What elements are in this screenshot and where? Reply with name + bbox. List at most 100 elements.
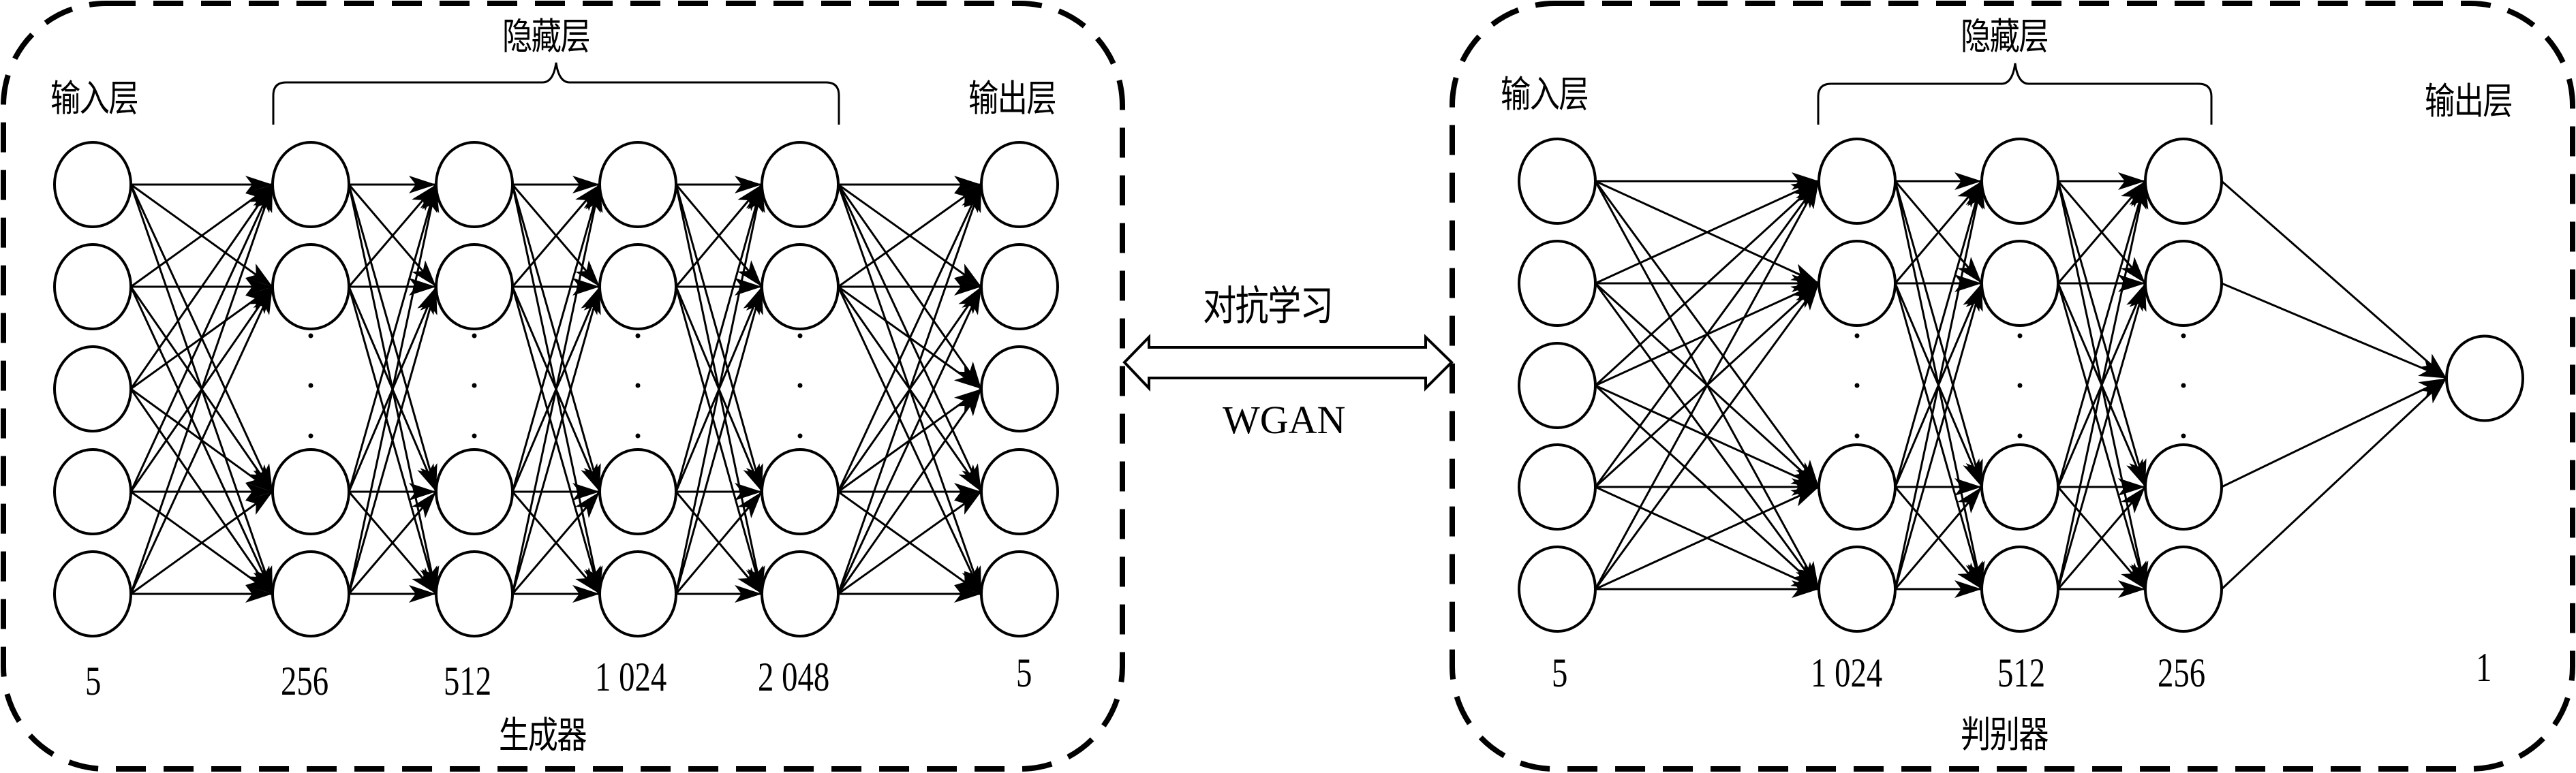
- generator-ellipsis-dot: [635, 433, 641, 439]
- generator-connection: [129, 286, 274, 595]
- discriminator-connection: [1894, 180, 1983, 488]
- generator-title: 生成器: [499, 714, 587, 757]
- generator-ellipsis-dot: [635, 383, 641, 388]
- discriminator-ellipsis-dot: [2017, 333, 2023, 338]
- generator-output-neuron: [980, 550, 1059, 637]
- discriminator-ellipsis-dot: [1854, 383, 1860, 388]
- discriminator-connection: [2221, 377, 2447, 488]
- generator-connection: [129, 184, 274, 492]
- generator-connection: [348, 491, 438, 595]
- generator-output-neuron: [980, 141, 1059, 228]
- generator-output-neuron: [980, 243, 1059, 330]
- generator-layer-size: 2 048: [758, 654, 830, 699]
- generator-connection: [838, 183, 982, 288]
- generator-connection: [130, 490, 273, 595]
- discriminator-output-neuron: [2445, 334, 2524, 422]
- discriminator-connection: [2057, 283, 2147, 590]
- generator-hidden-neuron: [761, 141, 840, 228]
- generator-connection: [511, 286, 601, 595]
- wgan-label: WGAN: [1223, 398, 1346, 442]
- discriminator-connection: [2057, 180, 2147, 488]
- generator-hidden-neuron: [435, 550, 514, 637]
- generator-ellipsis-dot: [797, 383, 803, 388]
- generator-output-neuron: [980, 448, 1059, 535]
- generator-input-neuron: [53, 345, 132, 432]
- discriminator-layer-size: 1: [2476, 645, 2492, 690]
- discriminator-hidden-neuron: [1980, 138, 2059, 225]
- generator-hidden-neuron: [435, 141, 514, 228]
- generator-input-layer-caption: 输入层: [50, 77, 139, 120]
- generator-connection: [675, 184, 763, 492]
- discriminator-hidden-neuron: [1818, 138, 1897, 225]
- discriminator-panel-border: [1450, 1, 2575, 772]
- generator-connection: [511, 184, 603, 595]
- generator-hidden-neuron: [271, 550, 350, 637]
- discriminator-hidden-neuron: [2144, 443, 2223, 531]
- discriminator-connection: [1894, 486, 1983, 590]
- discriminator-hidden-neuron: [1818, 443, 1897, 531]
- generator-layer-size: 5: [85, 659, 102, 704]
- generator-connection: [129, 184, 274, 390]
- generator-ellipsis-dot: [635, 333, 641, 338]
- discriminator-connection: [1594, 283, 1820, 590]
- discriminator-hidden-neuron: [2144, 138, 2223, 225]
- discriminator-title: 判别器: [1961, 713, 2049, 756]
- discriminator-connection: [1595, 486, 1820, 590]
- generator-connection: [129, 184, 274, 595]
- generator-connection: [348, 184, 438, 492]
- generator-ellipsis-dot: [472, 333, 477, 338]
- discriminator-connection: [1894, 283, 1983, 590]
- discriminator-hidden-brace: [1817, 63, 2213, 125]
- discriminator-input-neuron: [1518, 546, 1597, 633]
- discriminator-connection: [1594, 180, 1820, 590]
- generator-hidden-layer-caption: 隐藏层: [502, 15, 591, 58]
- generator-hidden-neuron: [435, 243, 514, 330]
- generator-connection: [675, 286, 763, 595]
- adversarial-double-arrow: [1122, 334, 1454, 392]
- discriminator-input-neuron: [1518, 138, 1597, 225]
- generator-ellipsis-dot: [472, 383, 477, 388]
- discriminator-hidden-neuron: [1818, 546, 1897, 633]
- generator-layer-size: 256: [281, 659, 329, 704]
- discriminator-ellipsis-dot: [2181, 433, 2186, 439]
- generator-hidden-neuron: [598, 141, 677, 228]
- generator-connection: [675, 491, 763, 595]
- discriminator-layer-size: 5: [1552, 650, 1568, 695]
- generator-connection: [130, 183, 273, 288]
- discriminator-hidden-neuron: [1818, 240, 1897, 327]
- generator-hidden-neuron: [598, 550, 677, 637]
- discriminator-output-layer-caption: 输出层: [2425, 80, 2513, 123]
- discriminator-ellipsis-dot: [2181, 383, 2186, 388]
- generator-hidden-neuron: [271, 448, 350, 535]
- discriminator-hidden-neuron: [1980, 546, 2059, 633]
- discriminator-input-layer-caption: 输入层: [1501, 73, 1589, 116]
- generator-connection: [837, 184, 983, 492]
- generator-layer-size: 1 024: [595, 654, 667, 699]
- discriminator-ellipsis-dot: [1854, 433, 1860, 439]
- generator-input-neuron: [53, 550, 132, 637]
- discriminator-connection: [2057, 486, 2147, 590]
- generator-hidden-neuron: [598, 243, 677, 330]
- generator-output-neuron: [980, 345, 1059, 432]
- discriminator-layer-size: 512: [1997, 650, 2046, 695]
- discriminator-hidden-neuron: [1980, 240, 2059, 327]
- adversarial-learning-label: 对抗学习: [1203, 283, 1334, 330]
- generator-output-layer-caption: 输出层: [968, 77, 1057, 120]
- generator-hidden-neuron: [761, 448, 840, 535]
- generator-hidden-neuron: [271, 243, 350, 330]
- discriminator-ellipsis-dot: [2017, 433, 2023, 439]
- generator-input-neuron: [53, 448, 132, 535]
- generator-ellipsis-dot: [797, 333, 803, 338]
- discriminator-hidden-layer-caption: 隐藏层: [1961, 15, 2049, 58]
- discriminator-layer-size: 1 024: [1811, 650, 1883, 695]
- generator-hidden-brace: [272, 62, 840, 125]
- generator-ellipsis-dot: [308, 383, 313, 388]
- generator-hidden-neuron: [598, 448, 677, 535]
- generator-connection: [511, 184, 601, 492]
- generator-connection: [837, 388, 983, 595]
- generator-hidden-neuron: [271, 141, 350, 228]
- generator-ellipsis-dot: [308, 433, 313, 439]
- discriminator-connection: [1894, 180, 1985, 590]
- discriminator-connection: [2220, 377, 2448, 590]
- discriminator-input-neuron: [1518, 443, 1597, 531]
